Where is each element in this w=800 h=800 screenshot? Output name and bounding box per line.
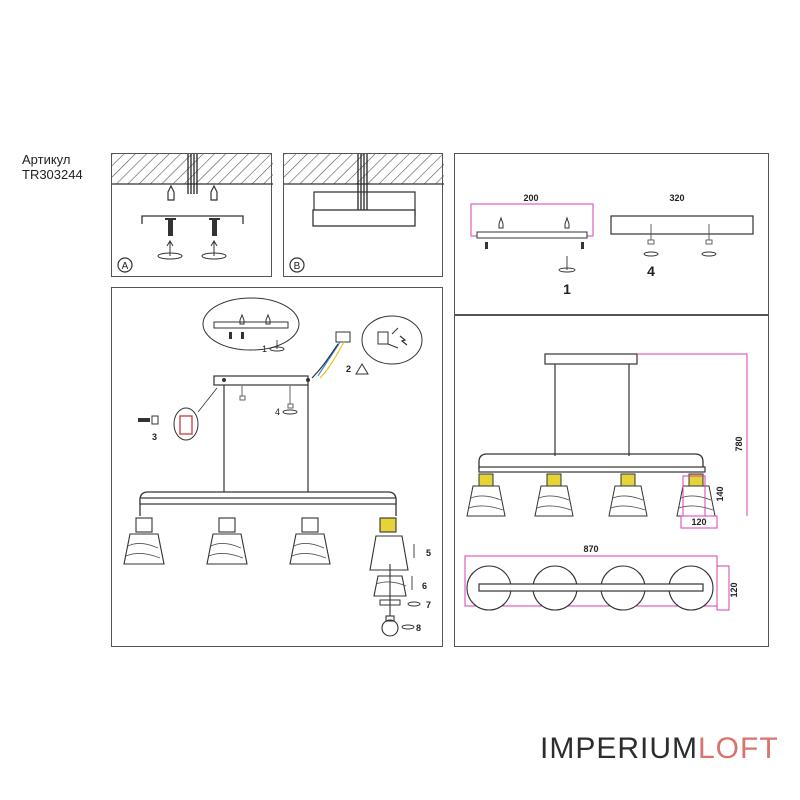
dowel-icon xyxy=(239,313,271,325)
dimension-frame-200 xyxy=(470,203,594,237)
canopy-views-panel: 200 1 320 4 xyxy=(454,153,769,315)
step-7-label: 7 xyxy=(426,600,431,610)
wiring-callout xyxy=(361,315,423,365)
shade-width-frame xyxy=(680,515,718,529)
lamp-bar-rail xyxy=(478,466,706,473)
article-label: Артикул TR303244 xyxy=(22,152,83,182)
panel-a-letter: A xyxy=(122,261,129,272)
warning-icon xyxy=(355,363,369,375)
lamp-bar xyxy=(478,453,704,470)
top-view-shades xyxy=(466,565,714,611)
panel-b-letter: B xyxy=(294,261,301,272)
lamp-bar xyxy=(139,491,397,516)
screw-icon xyxy=(239,386,294,409)
lamp-bar-rail xyxy=(139,497,397,505)
bulb-icon xyxy=(381,564,399,637)
screwdriver-icon xyxy=(558,256,576,273)
shade-2 xyxy=(206,517,248,565)
panel-b-drawing: B xyxy=(284,154,444,273)
canopy-views-drawing: 200 1 320 4 xyxy=(470,193,754,297)
shade-3 xyxy=(608,473,648,517)
supply-wires xyxy=(187,154,198,194)
canopy-width-label: 200 xyxy=(523,193,538,203)
mounting-bar xyxy=(313,191,416,216)
canopy-plate-width-label: 320 xyxy=(669,193,684,203)
step-3-label: 3 xyxy=(152,432,157,442)
ceiling-hatch xyxy=(112,154,273,184)
step-2-label: 2 xyxy=(346,364,351,374)
height-total-label: 780 xyxy=(734,436,744,451)
supply-wires xyxy=(311,341,345,379)
panel-b: B xyxy=(283,153,444,277)
article-code: TR303244 xyxy=(22,167,83,182)
outer-shade xyxy=(369,535,409,571)
step-8-label: 8 xyxy=(416,623,421,633)
dowel-icon xyxy=(498,216,570,229)
step-5-label: 5 xyxy=(426,548,431,558)
canopy-plate xyxy=(312,209,416,227)
dimensions-drawing: 780 140 120 870 120 xyxy=(464,353,748,611)
canopy-plate xyxy=(610,215,754,235)
ring-rotate-icon xyxy=(407,601,421,607)
canopy-view-1-label: 1 xyxy=(563,281,571,297)
shade-width-label: 120 xyxy=(691,517,706,527)
height-dimension-line xyxy=(637,353,748,516)
brand-part-1: IMPERIUM xyxy=(540,732,698,765)
shade-2 xyxy=(534,473,574,517)
mounting-bar xyxy=(476,231,588,239)
socket-icon xyxy=(379,517,397,533)
panel-a-drawing: A xyxy=(112,154,273,273)
bar-callout xyxy=(202,297,300,351)
top-width-label: 120 xyxy=(729,582,739,597)
step-4-label: 4 xyxy=(275,407,280,417)
shade-3 xyxy=(289,517,331,565)
dowel-icon xyxy=(167,184,218,201)
terminal-block-icon xyxy=(335,327,408,349)
shade-1 xyxy=(466,473,506,517)
canopy-view-4-label: 4 xyxy=(647,263,655,279)
screwdriver-icon xyxy=(282,409,298,415)
panel-a: A xyxy=(111,153,273,277)
shade-1 xyxy=(123,517,165,565)
screwdriver-icon xyxy=(157,240,227,260)
screwdriver-icon xyxy=(643,251,717,257)
mounting-bar xyxy=(141,215,244,224)
bulb-rotate-icon xyxy=(401,624,415,630)
lamp-bar-top xyxy=(478,583,704,592)
canopy-plate xyxy=(213,375,309,386)
assembly-drawing: 1 2 4 xyxy=(123,297,431,637)
step-6-label: 6 xyxy=(422,581,427,591)
screw-icon xyxy=(229,332,244,339)
supply-wires xyxy=(357,154,368,210)
screw-icon xyxy=(485,242,584,249)
brand-part-2: LOFT xyxy=(698,732,779,765)
electric-bolt-icon xyxy=(399,335,408,346)
shade-height-label: 140 xyxy=(715,486,725,501)
suspension-cables xyxy=(223,385,309,492)
screwdriver-icon xyxy=(269,340,285,352)
cable-lock-callout xyxy=(173,407,199,441)
panel-b-badge xyxy=(289,257,305,273)
screw-icon xyxy=(165,218,220,236)
dimensions-panel: 780 140 120 870 120 xyxy=(454,315,769,647)
panel-a-badge xyxy=(117,257,133,273)
brand-logo: IMPERIUMLOFT xyxy=(540,732,779,766)
cable-clamp xyxy=(179,415,193,435)
length-label: 870 xyxy=(583,544,598,554)
top-width-frame xyxy=(716,565,730,611)
screw-icon xyxy=(647,224,713,245)
step-1-label: 1 xyxy=(262,344,267,354)
suspension-cables xyxy=(554,364,630,456)
screw-icon xyxy=(138,415,159,425)
article-title: Артикул xyxy=(22,152,71,167)
canopy-plate xyxy=(544,353,638,365)
mounting-bar xyxy=(213,321,289,329)
assembly-panel: 1 2 4 xyxy=(111,287,443,647)
